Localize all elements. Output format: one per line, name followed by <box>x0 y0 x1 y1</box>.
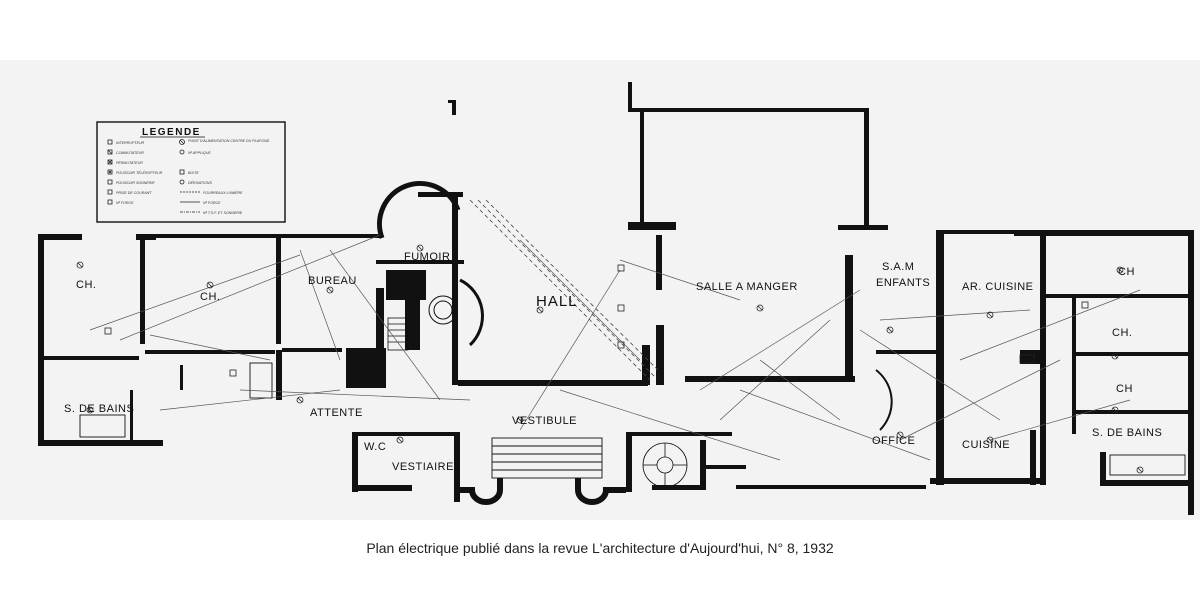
electrical-symbols <box>76 244 1144 474</box>
legend-item: Nº FORCE <box>203 201 221 205</box>
room-label-ch: CH. <box>200 291 220 303</box>
legend-item: POINT D'ALIMENTATION CENTRE DU PLAFOND <box>188 139 270 143</box>
room-label-sam: S.A.M <box>882 261 914 273</box>
legend-item: INTERRUPTEUR <box>116 141 145 145</box>
room-label-ch: CH <box>1118 266 1135 278</box>
electrical-floor-plan: LEGENDE INTERRUPTEUR COMMUTATEUR <box>38 82 1194 515</box>
room-label-vestibule: VESTIBULE <box>512 415 577 427</box>
room-label-wc: W.C <box>364 441 386 453</box>
legend-item: BOITE <box>188 171 199 175</box>
room-label-ch: CH <box>1116 383 1133 395</box>
room-label-s-de-bains: S. DE BAINS <box>1092 427 1162 439</box>
legend-item: FOURREAUX LUMIÈRE <box>203 190 243 195</box>
room-label-ch: CH. <box>1112 327 1132 339</box>
room-label-enfants: ENFANTS <box>876 277 930 289</box>
room-label-salle-a-manger: SALLE A MANGER <box>696 281 798 293</box>
legend-item: DÉRIVATIONS <box>188 180 212 185</box>
room-label-ar-cuisine: AR. CUISINE <box>962 281 1034 293</box>
legend-item: POUSSOIR TÉLÉRUPTEUR <box>116 170 163 175</box>
room-labels: CH. CH. BUREAU FUMOIR HALL SALLE A MANGE… <box>64 251 1162 473</box>
room-label-office: OFFICE <box>872 435 915 447</box>
room-label-s-de-bains: S. DE BAINS <box>64 403 134 415</box>
legend: LEGENDE INTERRUPTEUR COMMUTATEUR <box>96 121 286 223</box>
legend-item: Nº FORCE <box>116 201 134 205</box>
room-label-vestiaire: VESTIAIRE <box>392 461 454 473</box>
legend-item: PERMUTATEUR <box>116 161 143 165</box>
room-label-hall: HALL <box>536 293 578 310</box>
room-label-attente: ATTENTE <box>310 407 363 419</box>
legend-title: LEGENDE <box>142 127 201 138</box>
legend-item: PRISE DE COURANT <box>116 191 152 195</box>
wiring <box>89 199 1141 461</box>
legend-item: Nº APPLIQUE <box>188 151 211 155</box>
legend-item: POUSSOIR SONNERIE <box>116 181 155 185</box>
legend-item: COMMUTATEUR <box>116 151 144 155</box>
room-label-bureau: BUREAU <box>308 275 357 287</box>
room-label-fumoir: FUMOIR <box>404 251 450 263</box>
legend-item: Nº T.S.F. ET SONNERIE <box>203 211 243 215</box>
image-caption: Plan électrique publié dans la revue L'a… <box>366 540 834 556</box>
room-label-ch: CH. <box>76 279 96 291</box>
room-label-cuisine: CUISINE <box>962 439 1010 451</box>
